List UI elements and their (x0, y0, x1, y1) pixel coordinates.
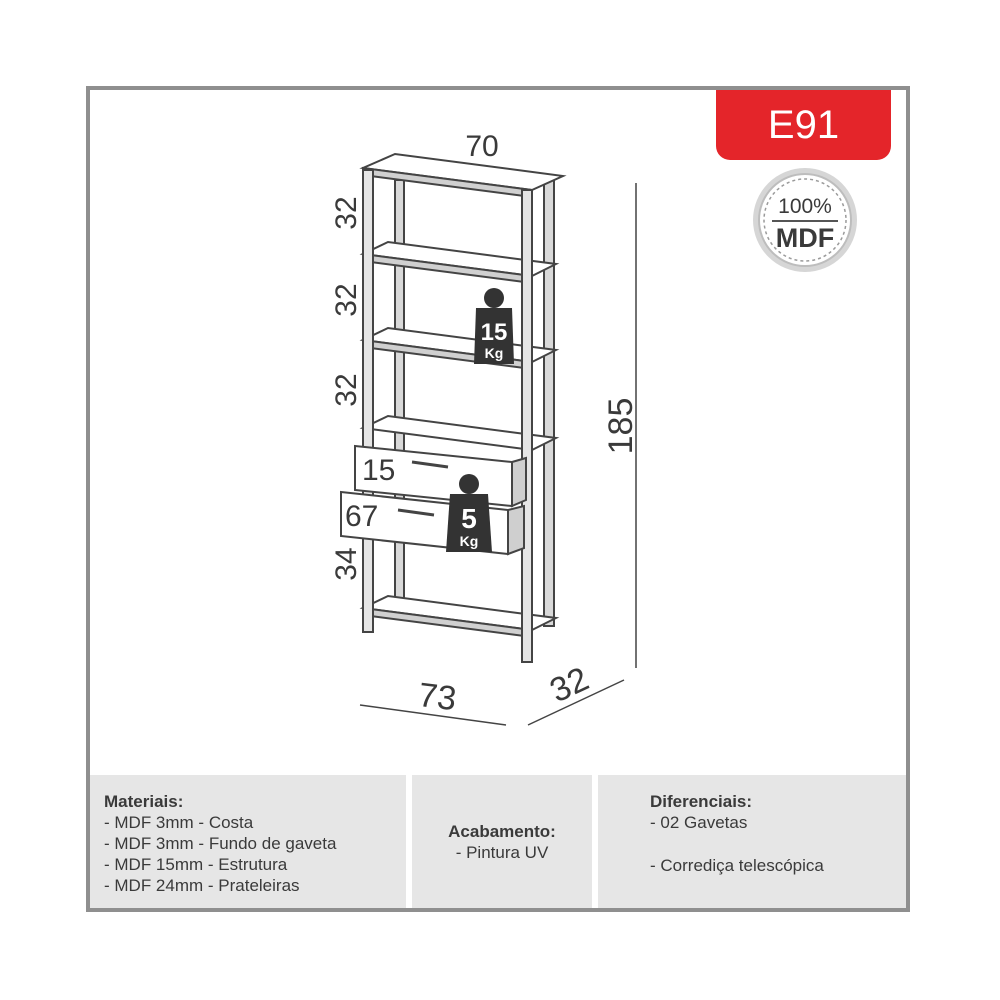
materials-item: - MDF 15mm - Estrutura (104, 855, 288, 874)
materials-title: Materiais: (104, 792, 184, 811)
features-panel: Diferenciais: - 02 Gavetas - Corrediça t… (598, 775, 906, 908)
product-code: E91 (767, 102, 840, 147)
specs-section: Materiais: - MDF 3mm - Costa - MDF 3mm -… (90, 775, 906, 908)
features-item: - Corrediça telescópica (650, 856, 824, 875)
depth-dimension-line (527, 679, 625, 726)
seal-material: MDF (776, 223, 834, 253)
drawer-top-handle (411, 460, 449, 469)
finish-title: Acabamento: (448, 821, 556, 841)
dim-shelf-1: 32 (330, 196, 363, 229)
dim-shelf-2: 32 (330, 283, 363, 316)
materials-item: - MDF 3mm - Fundo de gaveta (104, 834, 337, 853)
seal-percent: 100% (778, 195, 832, 218)
dim-drawer-top: 15 (362, 454, 395, 487)
weight-15kg-icon: 15 Kg (474, 288, 514, 364)
materials-item: - MDF 3mm - Costa (104, 813, 254, 832)
shelf-3 (359, 414, 560, 452)
front-right-post (521, 189, 533, 663)
back-right-post (543, 177, 555, 627)
weight-5-value: 5 (461, 503, 477, 534)
dim-depth: 32 (544, 660, 594, 710)
dim-width-base: 73 (416, 676, 458, 718)
features-title: Diferenciais: (650, 792, 753, 811)
mdf-seal-icon: 100% MDF (753, 168, 857, 272)
finish-item: - Pintura UV (455, 842, 549, 862)
drawer-bottom-handle (397, 508, 435, 517)
dim-shelf-3: 32 (330, 373, 363, 406)
features-item: - 02 Gavetas (650, 813, 748, 832)
weight-5-unit: Kg (460, 533, 479, 549)
materials-panel: Materiais: - MDF 3mm - Costa - MDF 3mm -… (90, 775, 406, 908)
product-code-badge: E91 (716, 90, 891, 160)
weight-15-unit: Kg (485, 345, 504, 361)
dim-base: 34 (330, 547, 363, 580)
dim-height-total: 185 (602, 398, 640, 455)
weight-15-value: 15 (481, 319, 508, 346)
front-left-post (362, 169, 374, 633)
width-dimension-line (359, 704, 507, 726)
finish-panel: Acabamento: - Pintura UV (412, 775, 592, 908)
shelf-unit (340, 152, 567, 663)
materials-item: - MDF 24mm - Prateleiras (104, 876, 300, 895)
weight-5kg-icon: 5 Kg (446, 474, 492, 552)
dim-drawer-width: 67 (345, 500, 378, 533)
dim-width-top: 70 (465, 130, 498, 163)
